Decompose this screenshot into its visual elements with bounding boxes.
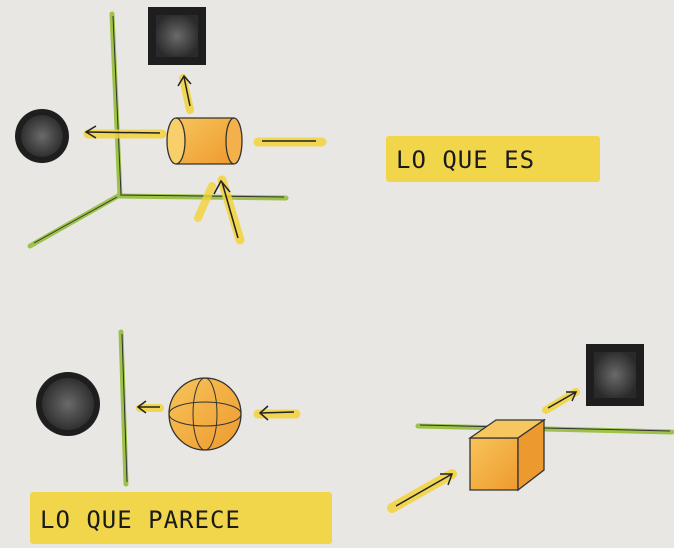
label-lo-que-es-text: LO QUE ES — [396, 146, 535, 174]
scene-cube — [387, 344, 674, 513]
sphere-object-icon — [168, 377, 242, 451]
arrow-left-icon — [136, 400, 164, 414]
label-lo-que-parece-text: LO QUE PARECE — [40, 506, 241, 534]
circle-projection-icon — [15, 109, 69, 163]
arrow-left-icon — [83, 125, 167, 139]
arrow-incoming-icon — [387, 469, 457, 513]
circle-projection-icon — [36, 372, 100, 436]
axis-horizontal — [115, 193, 289, 201]
axis-vertical — [109, 11, 123, 199]
label-lo-que-es: LO QUE ES — [386, 136, 600, 182]
arrow-up-right-icon — [542, 388, 580, 414]
cube-object-icon — [467, 418, 547, 492]
square-projection-icon — [148, 7, 206, 65]
label-lo-que-parece: LO QUE PARECE — [30, 492, 332, 544]
arrow-up-icon — [177, 74, 194, 114]
axis-horizontal — [415, 423, 674, 435]
axis-vertical — [118, 329, 129, 487]
cylinder-object-icon — [166, 117, 243, 165]
arrow-right-stub-icon — [253, 137, 327, 147]
scene-sphere: LO QUE PARECE — [30, 329, 332, 544]
scene-lo-que-es: LO QUE ES — [15, 7, 600, 249]
arrow-incoming-icon — [253, 405, 301, 421]
square-projection-icon — [586, 344, 644, 406]
arrow-incoming-icon — [194, 175, 245, 245]
